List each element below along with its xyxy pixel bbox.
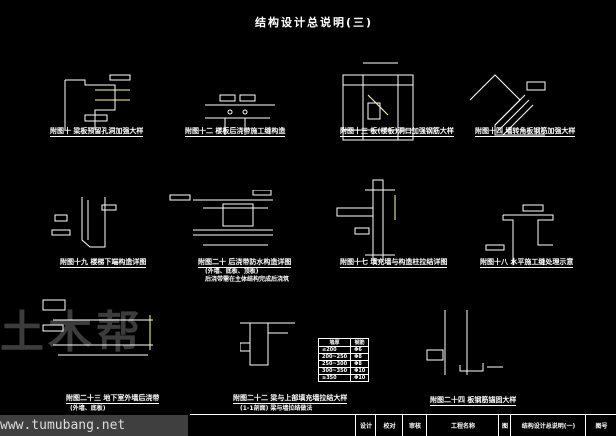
figure-19-drawing [51,197,117,248]
title-block: 设计 校对 审核 工程名称 图 结构设计总说明(一) 图号 [190,414,616,436]
subcaption-fig-20-2: 后浇带需在主体结构完成后浇筑 [205,276,290,283]
table-cell: 200~250 [317,353,352,361]
figure-14-drawing [469,74,546,136]
table-cell: 250~300 [317,360,352,368]
table-cell: ≤200 [317,346,352,354]
subcaption-fig-22: (1-1剖面) 梁与墙拉结做法 [240,405,313,412]
caption-fig-12: 附图十二 楼板后浇带施工缝构造 [185,127,286,137]
watermark-logo: 土木帮 [0,307,144,358]
caption-fig-19: 附图十九 楼梯下端构造详图 [60,258,147,268]
caption-fig-14: 附图十四 墙转角板钢筋加强大样 [475,127,576,137]
tb-drawing-no: 图号 [585,415,616,436]
caption-fig-20: 附图二十 后浇带防水构造详图 [198,258,292,268]
caption-fig-23: 附图二十三 地下室外墙后浇带 [66,394,160,404]
drawing-title: 结构设计总说明(三) [255,16,374,29]
figure-18-drawing [485,204,554,265]
table-cell: Φ8 [350,360,370,368]
tb-check: 校对 [375,415,403,436]
caption-fig-17: 附图十七 填充墙与构造柱拉结详图 [340,258,448,268]
figure-22-drawing [240,322,295,366]
caption-fig-13: 附图十三 板(楼板)洞口加强钢筋大样 [340,127,454,137]
tb-design: 设计 [355,415,376,436]
table-cell: Φ10 [350,367,370,375]
subcaption-fig-23: (外墙、底板) [70,405,106,412]
table-cell: ≥350 [317,374,352,382]
tb-drawing-name: 结构设计总说明(一) [510,415,586,436]
tb-review: 审核 [402,415,427,436]
table-cell: Φ8 [350,353,370,361]
table-cell: 300~350 [317,367,352,375]
table-cell: Φ6 [350,346,370,354]
watermark-url: www.tumubang.net [0,415,188,436]
figure-23-drawing [42,299,153,356]
caption-fig-10: 附图十 梁板预留孔洞加强大样 [50,127,144,137]
figure-24-drawing [426,310,503,375]
caption-fig-22: 附图二十二 梁与上部填充墙拉结大样 [233,394,348,404]
table-header: 墙厚 [317,338,352,347]
figure-12-drawing [205,94,275,135]
table-header: 钢筋 [350,338,370,347]
tb-drawing: 图 [498,415,511,436]
figure-20-drawing [169,190,273,246]
caption-fig-18: 附图十八 水平施工缝处理示意 [480,258,574,268]
figure-10-drawing [64,74,131,130]
caption-fig-24: 附图二十四 板钢筋锚固大样 [430,396,517,406]
figure-13-drawing [342,62,414,141]
table-cell: Φ10 [350,374,370,382]
subcaption-fig-20-1: (外墙、底板、顶板) [205,268,259,275]
tb-project: 工程名称 [426,415,499,436]
figure-17-drawing [336,179,396,261]
